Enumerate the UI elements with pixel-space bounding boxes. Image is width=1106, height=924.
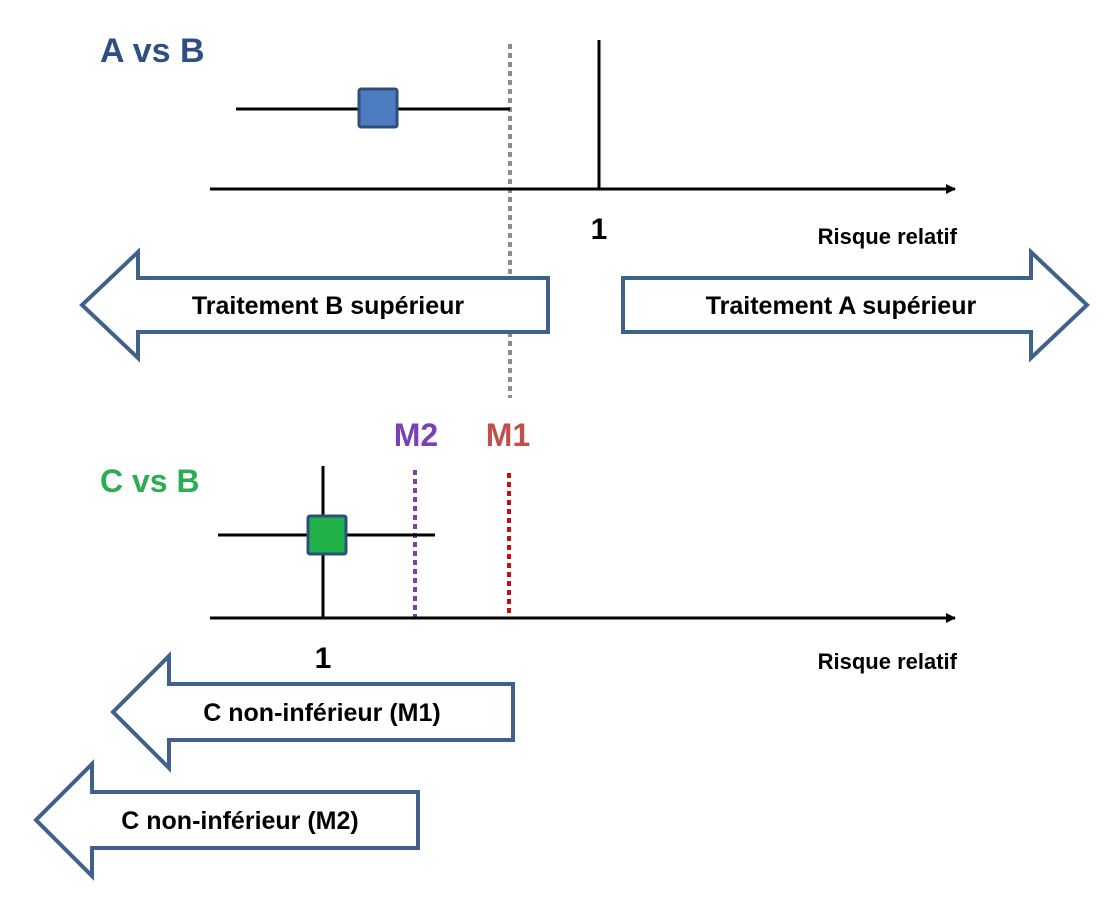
label-m1: M1 (486, 417, 530, 453)
arrow-c-noninferior-m2-label: C non-inférieur (M2) (121, 807, 359, 835)
point-estimate-ab (357, 87, 399, 129)
arrow-right-a-superior (621, 247, 1090, 363)
tick-label-1-top: 1 (591, 213, 608, 246)
arrow-right-a-superior-label: Traitement A supérieur (706, 292, 977, 320)
tick-label-1-bottom: 1 (315, 642, 332, 675)
point-estimate-cb (306, 514, 348, 556)
title-a-vs-b: A vs B (100, 32, 205, 70)
arrow-c-noninferior-m1-label: C non-inférieur (M1) (203, 699, 441, 727)
arrow-left-b-superior-label: Traitement B supérieur (192, 292, 465, 320)
axis-label-top: Risque relatif (818, 224, 958, 249)
axis-label-bottom: Risque relatif (818, 649, 958, 674)
arrow-c-noninferior-m1 (110, 651, 515, 773)
arrow-left-b-superior (79, 247, 550, 363)
title-c-vs-b: C vs B (100, 463, 200, 499)
arrow-c-noninferior-m2 (33, 759, 420, 881)
label-m2: M2 (394, 417, 438, 453)
